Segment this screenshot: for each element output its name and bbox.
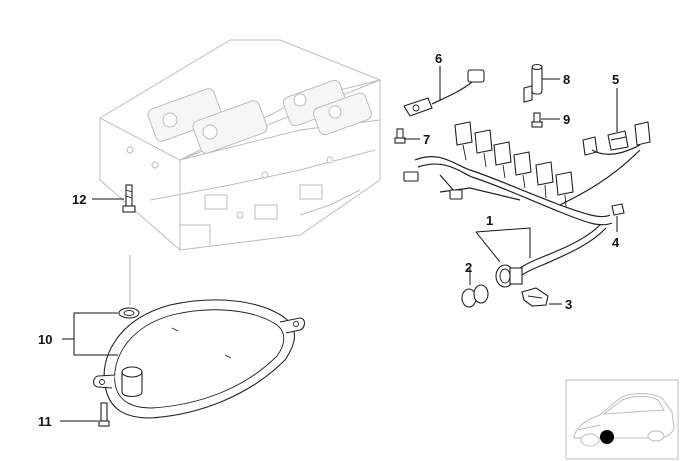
oil-filter-illustration: [92, 299, 306, 427]
callout-3: 3: [565, 297, 572, 312]
callout-2: 2: [465, 260, 472, 275]
screw-7-illustration: [394, 128, 406, 144]
bracket-5-illustration: [607, 130, 629, 151]
callout-labels: 1 2 3 4 5 6 7 8 9 10 11 12: [38, 51, 620, 429]
sensor-6-illustration: [403, 69, 485, 117]
callout-10: 10: [38, 332, 52, 347]
screw-9-illustration: [531, 112, 543, 128]
callout-5: 5: [612, 72, 619, 87]
callout-6: 6: [435, 51, 442, 66]
sensor-8-illustration: [523, 63, 543, 103]
callout-1: 1: [486, 213, 493, 228]
wiring-harness-illustration: [403, 121, 651, 288]
callout-11: 11: [38, 414, 52, 429]
o-rings-illustration: [461, 284, 489, 308]
clip-4-illustration: [611, 203, 625, 216]
callout-4: 4: [612, 235, 620, 250]
clip-illustration: [521, 287, 549, 307]
valve-body-illustration: [99, 39, 381, 252]
bolt-12-illustration: [122, 184, 136, 213]
callout-8: 8: [563, 72, 570, 87]
location-marker-icon: [600, 430, 614, 444]
callout-12: 12: [72, 192, 86, 207]
leader-lines: [60, 66, 618, 422]
callout-7: 7: [423, 132, 430, 147]
callout-9: 9: [563, 112, 570, 127]
car-locator-thumbnail: [565, 379, 679, 460]
